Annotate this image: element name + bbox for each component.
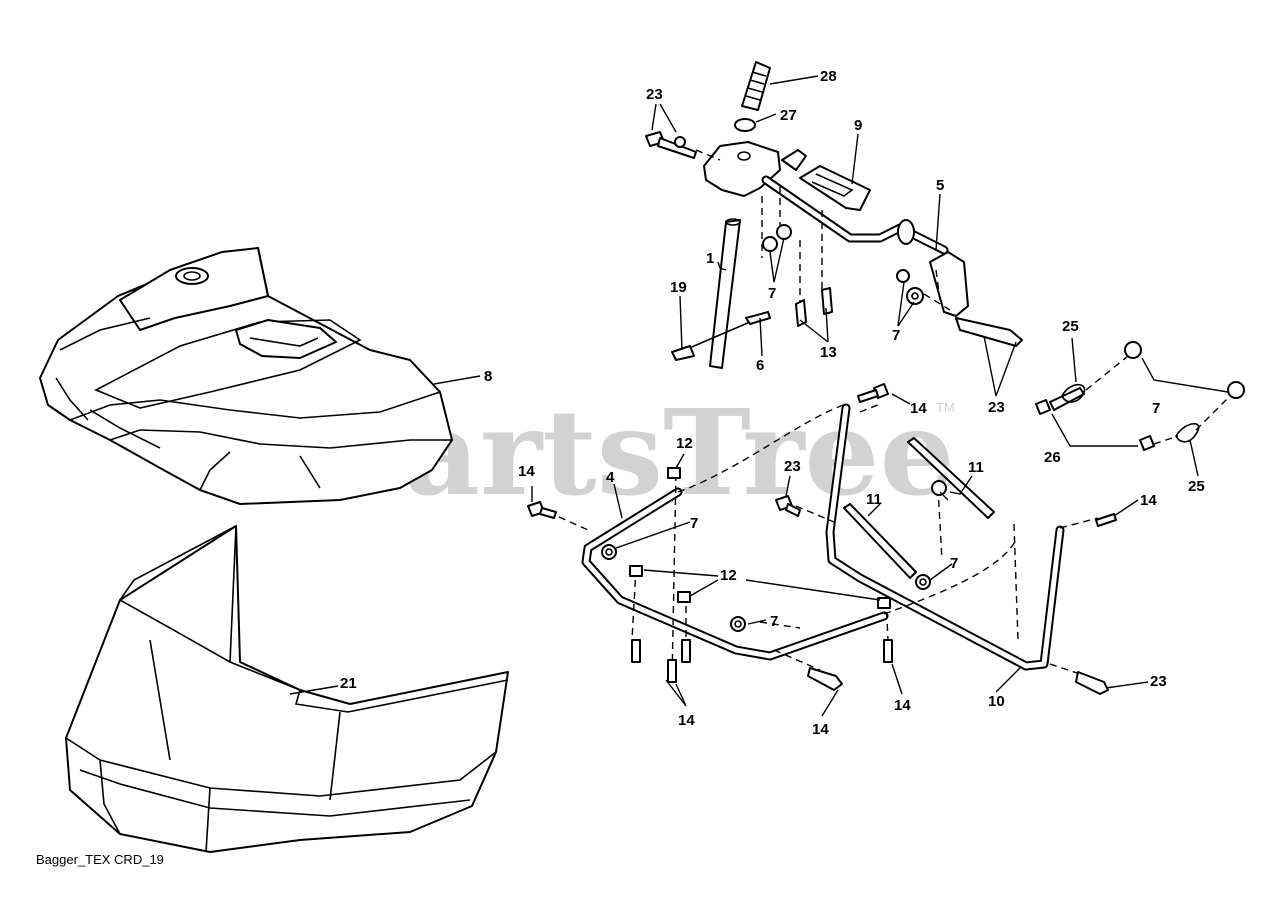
callout-27: 27 bbox=[780, 107, 797, 124]
rod bbox=[709, 219, 741, 369]
callout-9: 9 bbox=[854, 117, 862, 134]
callout-25-bottom: 25 bbox=[1188, 478, 1205, 495]
callout-23-middle: 23 bbox=[784, 458, 801, 475]
callout-11-right: 11 bbox=[968, 459, 984, 476]
watermark-trademark: TM bbox=[936, 400, 955, 415]
callout-7-pins: 7 bbox=[1152, 400, 1160, 417]
grip-cap bbox=[734, 118, 756, 132]
callout-7-frame-left: 7 bbox=[690, 515, 698, 532]
hitch-pins bbox=[1035, 341, 1245, 451]
latch bbox=[799, 165, 871, 211]
callout-25-top: 25 bbox=[1062, 318, 1079, 335]
callout-8: 8 bbox=[484, 368, 492, 385]
callout-26: 26 bbox=[1044, 449, 1061, 466]
callout-23-bottom: 23 bbox=[1150, 673, 1167, 690]
callout-6: 6 bbox=[756, 357, 764, 374]
callout-14-bottom-right: 14 bbox=[894, 697, 911, 714]
callout-7-right-upper: 7 bbox=[892, 327, 900, 344]
callout-14-bottom-left: 14 bbox=[678, 712, 695, 729]
callout-14-top: 14 bbox=[910, 400, 927, 417]
leader-lines bbox=[289, 75, 1229, 717]
grass-bag bbox=[65, 525, 509, 853]
callout-14-bottom-middle: 14 bbox=[812, 721, 829, 738]
callout-21: 21 bbox=[340, 675, 357, 692]
callout-13: 13 bbox=[820, 344, 837, 361]
handle-assembly bbox=[645, 61, 1023, 369]
drawing-reference: Bagger_TEX CRD_19 bbox=[36, 852, 164, 867]
callout-7-upper: 7 bbox=[768, 285, 776, 302]
callout-14-right: 14 bbox=[1140, 492, 1157, 509]
bag-lid bbox=[39, 247, 453, 505]
callout-11-left: 11 bbox=[866, 491, 882, 508]
callout-7-frame-right: 7 bbox=[950, 555, 958, 572]
callout-5: 5 bbox=[936, 177, 944, 194]
handle-grip bbox=[741, 61, 771, 111]
callout-12-top: 12 bbox=[676, 435, 693, 452]
callout-1: 1 bbox=[706, 250, 714, 267]
handle-bracket bbox=[703, 141, 781, 197]
callout-19: 19 bbox=[670, 279, 687, 296]
callout-14-left: 14 bbox=[518, 463, 535, 480]
callout-4: 4 bbox=[606, 469, 615, 486]
callouts: 28 27 23 9 5 1 19 7 6 13 7 23 8 25 7 26 … bbox=[340, 68, 1205, 738]
callout-23-top: 23 bbox=[646, 86, 663, 103]
bag-frame bbox=[527, 383, 1117, 695]
callout-28: 28 bbox=[820, 68, 837, 85]
callout-10: 10 bbox=[988, 693, 1005, 710]
callout-12-middle: 12 bbox=[720, 567, 737, 584]
callout-23-right: 23 bbox=[988, 399, 1005, 416]
callout-7-frame-bottom: 7 bbox=[770, 613, 778, 630]
